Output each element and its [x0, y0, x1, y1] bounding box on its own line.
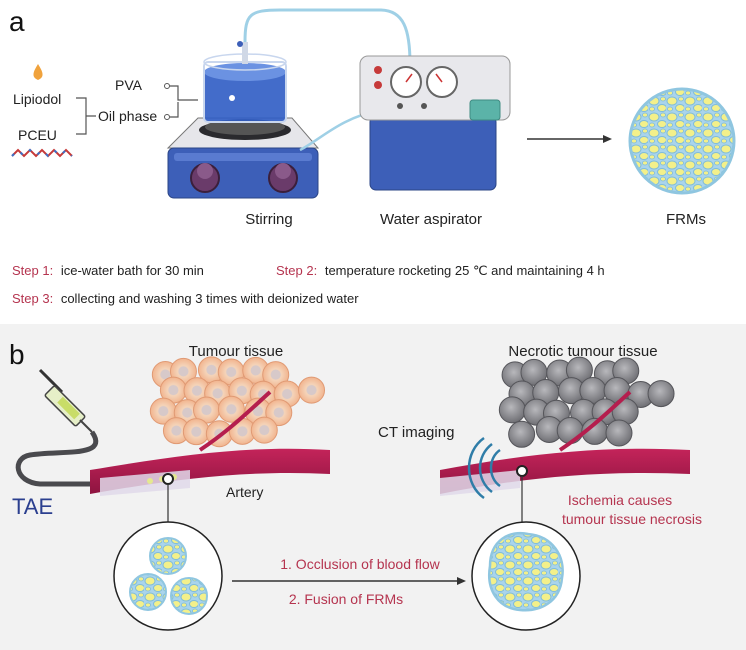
panel-b-label: b — [9, 339, 25, 370]
stirring-label: Stirring — [245, 211, 293, 228]
feed-lines — [170, 85, 198, 118]
frm-small-1 — [149, 537, 187, 575]
fused-frm — [488, 531, 564, 612]
water-aspirator — [359, 55, 511, 191]
tae-label: TAE — [12, 494, 53, 519]
frms-label: FRMs — [666, 211, 706, 228]
oil-phase-label: Oil phase — [98, 108, 157, 124]
magnetic-stirrer — [166, 117, 320, 199]
artery-label: Artery — [226, 484, 263, 500]
cell-nucleus — [236, 385, 247, 396]
artery-branch-left — [198, 390, 272, 452]
syringe-icon — [38, 368, 93, 433]
mix-bracket — [76, 97, 96, 135]
cell-nucleus — [201, 405, 212, 416]
cell-nucleus — [160, 369, 171, 380]
cell-nucleus — [226, 367, 237, 378]
cell — [498, 396, 526, 424]
ischemia-label-1: Ischemia causes — [568, 492, 672, 508]
valve-icon — [237, 41, 243, 47]
cell-nucleus — [178, 366, 189, 377]
frm-small-2 — [129, 573, 167, 611]
ct-signal-icon — [489, 448, 501, 488]
ct-signal-icon-outer — [478, 443, 493, 493]
cell-nucleus — [273, 407, 284, 418]
cell — [647, 380, 675, 408]
cell-nucleus — [206, 364, 217, 375]
pceu-label: PCEU — [18, 127, 57, 143]
step-1: Step 1: ice-water bath for 30 min — [12, 263, 204, 278]
step-2: Step 2: temperature rocketing 25 ℃ and m… — [276, 263, 605, 278]
polymer-chain-accent — [11, 148, 73, 158]
tumour-tissue-label: Tumour tissue — [189, 343, 283, 360]
cell-nucleus — [270, 369, 281, 380]
zoom-point-left — [162, 473, 174, 485]
artery-branch-right — [558, 390, 632, 452]
ischemia-label-2: tumour tissue necrosis — [562, 511, 702, 527]
oil-connector — [164, 114, 170, 120]
cell-nucleus — [182, 407, 193, 418]
step-2-text: temperature rocketing 25 ℃ and maintaini… — [325, 263, 605, 278]
cell-nucleus — [250, 365, 261, 376]
cell-nucleus — [306, 385, 317, 396]
process-arrow-head — [603, 135, 612, 143]
fusion-arrow-head — [457, 577, 466, 585]
panel-a-label: a — [9, 6, 25, 37]
cell-nucleus — [171, 425, 182, 436]
step-2-tag: Step 2: — [276, 263, 317, 278]
step-1-text: ice-water bath for 30 min — [61, 263, 204, 278]
lipiodol-drop-icon — [33, 64, 43, 80]
cell — [556, 417, 584, 445]
occluded-segment — [440, 470, 520, 496]
zoom-point-right — [516, 465, 528, 477]
vacuum-tube — [243, 8, 412, 65]
cell-nucleus — [212, 388, 223, 399]
cell — [605, 419, 633, 447]
frm-small-3 — [170, 577, 208, 615]
catheter — [15, 430, 100, 487]
aspirator-label: Water aspirator — [380, 211, 482, 228]
pva-label: PVA — [115, 77, 143, 93]
step-3-text: collecting and washing 3 times with deio… — [61, 291, 359, 306]
cell — [508, 420, 536, 448]
cell-nucleus — [168, 385, 179, 396]
cell-nucleus — [252, 406, 263, 417]
ct-signal-icon-far — [467, 436, 485, 500]
cell-nucleus — [282, 389, 293, 400]
necrotic-tissue-label: Necrotic tumour tissue — [508, 343, 657, 360]
beaker — [203, 42, 287, 123]
frm-microsphere — [628, 87, 736, 195]
step-fusion: 2. Fusion of FRMs — [289, 591, 403, 607]
ct-imaging-label: CT imaging — [378, 424, 454, 441]
cell-nucleus — [191, 385, 202, 396]
lipiodol-label: Lipiodol — [13, 91, 61, 107]
step-3-tag: Step 3: — [12, 291, 53, 306]
cell-nucleus — [158, 406, 169, 417]
cell-nucleus — [226, 404, 237, 415]
cell-nucleus — [191, 426, 202, 437]
step-1-tag: Step 1: — [12, 263, 53, 278]
step-occlusion: 1. Occlusion of blood flow — [280, 556, 440, 572]
cell-nucleus — [259, 425, 270, 436]
pva-connector — [164, 83, 170, 89]
tumour-cells — [149, 356, 326, 448]
step-3: Step 3: collecting and washing 3 times w… — [12, 291, 359, 306]
cell-nucleus — [237, 426, 248, 437]
